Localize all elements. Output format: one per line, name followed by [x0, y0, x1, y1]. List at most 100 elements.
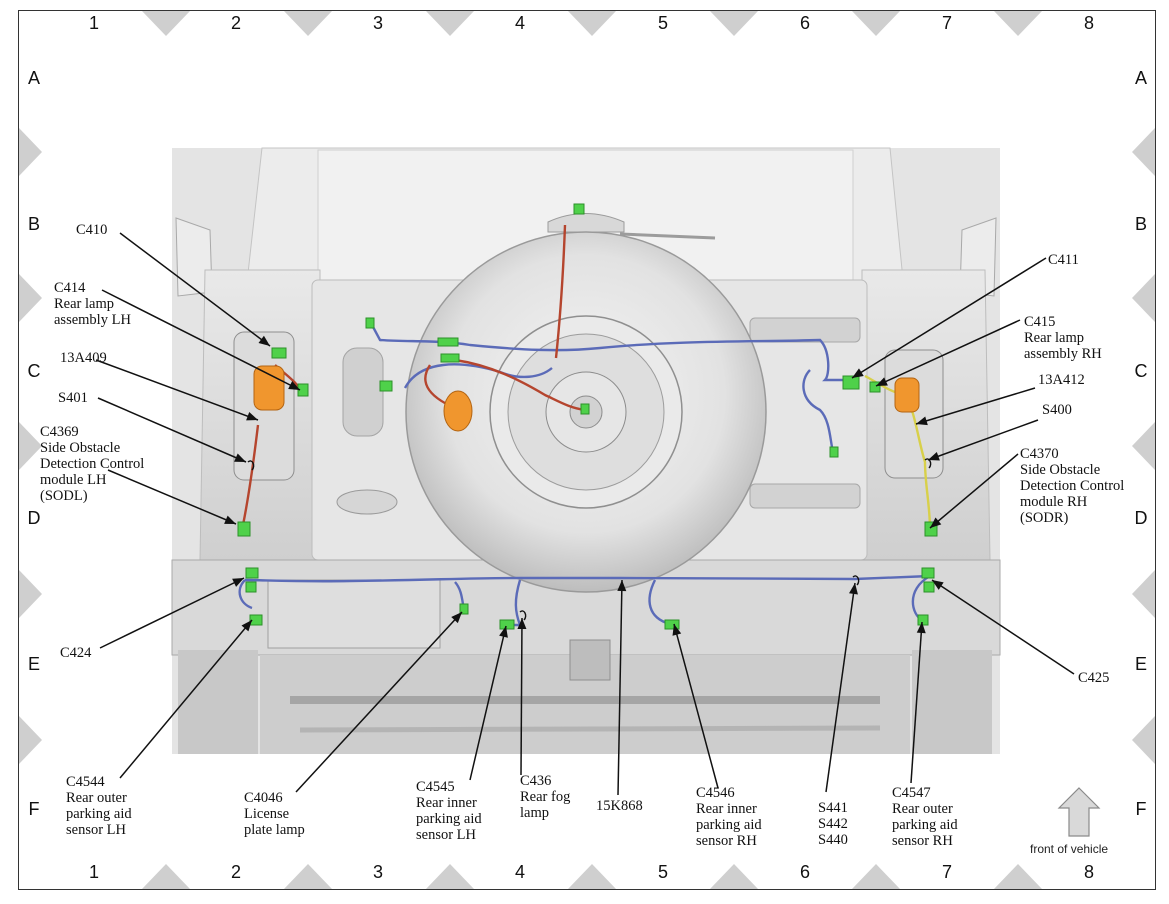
grid-col-bottom-4: 4 [514, 862, 525, 882]
leader-arrowhead-14 [916, 622, 926, 634]
grid-row-left-c: C [27, 361, 41, 381]
leader-arrowhead-19 [928, 452, 940, 461]
grid-marker-left-2 [19, 274, 42, 322]
callout-c4544: C4544 Rear outer parking aid sensor LH [66, 774, 132, 838]
leader-arrowhead-7 [241, 620, 252, 632]
leader-lines [95, 232, 1075, 796]
grid-marker-left-4 [19, 570, 42, 618]
grid-markers-bottom [142, 864, 1042, 889]
callout-c4547: C4547 Rear outer parking aid sensor RH [892, 785, 958, 849]
callout-c415: C415 Rear lamp assembly RH [1024, 314, 1102, 362]
callout-15k868: 15K868 [596, 798, 643, 814]
callout-c414: C414 Rear lamp assembly LH [54, 280, 131, 328]
callout-c411: C411 [1048, 252, 1079, 268]
grid-row-left-f: F [28, 799, 40, 819]
grid-col-bottom-8: 8 [1083, 862, 1094, 882]
grid-markers-right [1132, 128, 1155, 764]
leader-arrowhead-9 [499, 626, 508, 638]
grid-col-bottom-5: 5 [657, 862, 668, 882]
grid-row-right-e: E [1134, 654, 1147, 674]
grid-marker-top-2 [284, 11, 332, 36]
grid-marker-top-4 [568, 11, 616, 36]
leader-arrowhead-11 [617, 580, 627, 592]
leader-arrowhead-6 [232, 578, 244, 587]
leader-arrowhead-15 [932, 580, 944, 590]
grid-marker-right-3 [1132, 422, 1155, 470]
grid-marker-top-6 [852, 11, 900, 36]
diagram-frame [18, 10, 1156, 890]
callout-s441-s442-s440: S441 S442 S440 [818, 800, 848, 848]
grid-col-top-8: 8 [1083, 13, 1094, 33]
callout-c4369: C4369 Side Obstacle Detection Control mo… [40, 424, 145, 504]
lamp-assemblies [253, 365, 920, 432]
grid-marker-right-5 [1132, 716, 1155, 764]
grid-marker-bottom-7 [994, 864, 1042, 889]
grid-marker-bottom-5 [710, 864, 758, 889]
grid-col-top-7: 7 [941, 13, 952, 33]
leader-arrowhead-3 [246, 411, 258, 421]
grid-col-bottom-3: 3 [372, 862, 383, 882]
grid-marker-bottom-6 [852, 864, 900, 889]
grid-col-top-1: 1 [88, 13, 99, 33]
grid-marker-bottom-2 [284, 864, 332, 889]
callout-c424: C424 [60, 645, 92, 661]
grid-marker-bottom-3 [426, 864, 474, 889]
grid-row-left-b: B [27, 214, 40, 234]
leader-arrowhead-20 [930, 517, 942, 528]
grid-markers-top [142, 11, 1042, 36]
grid-marker-bottom-1 [142, 864, 190, 889]
splice-markers [247, 458, 932, 621]
callout-c425: C425 [1078, 670, 1110, 686]
callout-c4546: C4546 Rear inner parking aid sensor RH [696, 785, 762, 849]
grid-row-left-d: D [27, 508, 41, 528]
grid-marker-bottom-4 [568, 864, 616, 889]
grid-col-bottom-7: 7 [941, 862, 952, 882]
callout-s400: S400 [1042, 402, 1072, 418]
callout-c410: C410 [76, 222, 108, 238]
callout-13a412: 13A412 [1038, 372, 1085, 388]
grid-marker-left-1 [19, 128, 42, 176]
front-of-vehicle-arrow-icon [1057, 787, 1101, 837]
grid-marker-top-5 [710, 11, 758, 36]
leader-arrowhead-12 [672, 624, 682, 636]
grid-markers-left [19, 128, 42, 764]
leader-arrowhead-2 [288, 381, 300, 390]
grid-marker-right-4 [1132, 570, 1155, 618]
grid-col-bottom-2: 2 [230, 862, 241, 882]
callout-c436: C436 Rear fog lamp [520, 773, 571, 821]
grid-marker-top-3 [426, 11, 474, 36]
callout-c4545: C4545 Rear inner parking aid sensor LH [416, 779, 482, 843]
grid-col-top-2: 2 [230, 13, 241, 33]
grid-marker-top-7 [994, 11, 1042, 36]
grid-marker-right-2 [1132, 274, 1155, 322]
grid-col-top-5: 5 [657, 13, 668, 33]
grid-row-right-a: A [1134, 68, 1147, 88]
leader-arrowhead-10 [517, 618, 527, 630]
grid-row-right-c: C [1134, 361, 1148, 381]
callout-c4370: C4370 Side Obstacle Detection Control mo… [1020, 446, 1125, 526]
grid-marker-left-3 [19, 422, 42, 470]
grid-col-top-3: 3 [372, 13, 383, 33]
grid-marker-right-1 [1132, 128, 1155, 176]
connectors [237, 203, 938, 630]
grid-row-right-d: D [1134, 508, 1148, 528]
grid-col-bottom-1: 1 [88, 862, 99, 882]
leader-arrowhead-5 [224, 515, 236, 524]
grid-row-right-b: B [1134, 214, 1147, 234]
grid-row-left-a: A [27, 68, 40, 88]
leader-arrowheads [224, 335, 944, 638]
grid-marker-top-1 [142, 11, 190, 36]
leader-arrowhead-13 [849, 583, 858, 595]
callout-c4046: C4046 License plate lamp [244, 790, 305, 838]
harness-yellow [864, 374, 932, 531]
callout-13a409: 13A409 [60, 350, 107, 366]
grid-col-bottom-6: 6 [799, 862, 810, 882]
grid-col-top-6: 6 [799, 13, 810, 33]
leader-arrowhead-16 [852, 368, 864, 378]
grid-row-right-f: F [1135, 799, 1147, 819]
leader-arrowhead-4 [234, 453, 246, 462]
leader-arrowhead-8 [451, 612, 462, 624]
grid-col-top-4: 4 [514, 13, 525, 33]
callout-s401: S401 [58, 390, 88, 406]
